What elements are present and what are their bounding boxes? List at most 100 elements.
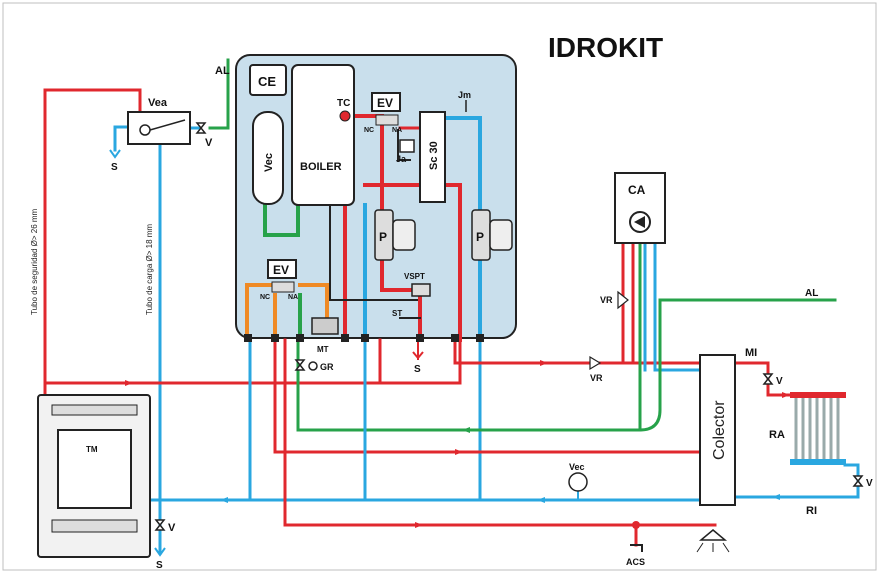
pump-left-motor [392, 219, 416, 251]
acs-tap [630, 544, 643, 552]
s-bottom-left-label: S [156, 560, 163, 571]
ri-label: RI [806, 505, 817, 517]
ca-box [614, 172, 666, 244]
vec-tank [252, 111, 284, 205]
na-bottom-label: NA [288, 294, 298, 301]
vspt-valve [411, 283, 431, 297]
ev-top-label: EV [377, 96, 393, 110]
st-label: ST [392, 309, 402, 318]
pump-right-label: P [476, 230, 484, 244]
ra-fins [794, 398, 840, 459]
mt-label: MT [317, 345, 329, 354]
ra-radiator [790, 392, 846, 465]
s-top-drain [109, 149, 121, 159]
v-bottom-left-valve [154, 519, 166, 531]
sc30-exchanger [419, 111, 446, 203]
ev-top-box [371, 92, 401, 112]
flow-arrows-cold [220, 494, 780, 503]
ra-bottom-header [790, 459, 846, 465]
tc-sensor [339, 110, 351, 122]
ev-bottom-label: EV [273, 263, 289, 277]
ca-label: CA [628, 183, 646, 197]
pipe-green-loop [296, 298, 662, 432]
mi-label: MI [745, 347, 757, 359]
conn-7 [451, 334, 459, 342]
mt-valve [311, 317, 339, 335]
pump-left: P [374, 209, 416, 261]
tc-label: TC [337, 98, 350, 109]
acs-label: ACS [626, 557, 645, 567]
tubo-seguridad-label: Tubo de seguridad Ø> 26 mm [30, 208, 39, 315]
ev-top-valve [375, 114, 399, 126]
vr-top-valve [617, 290, 629, 310]
s-bottom-left-drain [154, 547, 166, 557]
ra-label: RA [769, 429, 785, 441]
gr-label: GR [320, 362, 334, 372]
s-mid-label: S [414, 364, 421, 375]
al-top-label: AL [215, 65, 230, 77]
pipe-tm-hot-supply [43, 338, 462, 385]
pipe-unit-red-vspt [380, 258, 422, 292]
ce-label: CE [258, 74, 276, 89]
sc30-label: Sc 30 [428, 141, 440, 170]
vea-label: Vea [148, 97, 168, 109]
v-top-label: V [205, 137, 213, 149]
na-top-label: NA [392, 127, 402, 134]
v-top-valve [195, 122, 207, 134]
nc-top-label: NC [364, 127, 374, 134]
tm-door [57, 429, 132, 509]
boiler-label: BOILER [300, 161, 342, 173]
arrow-hot-2 [540, 360, 548, 366]
pipe-red-lower [273, 338, 702, 454]
pipe-al-top [208, 58, 230, 130]
acs-junction [632, 521, 640, 529]
pipe-heating-supply [453, 338, 702, 365]
shower-head [696, 529, 730, 553]
vea-arm [149, 119, 186, 131]
jm-label: Jm [458, 90, 471, 100]
conn-8 [476, 334, 484, 342]
vr-bottom-label: VR [590, 373, 603, 383]
shower-spray [696, 542, 704, 553]
arrow-cold-2 [537, 497, 545, 503]
arrow-acs [415, 522, 423, 528]
pipe-unit-blue-right [443, 116, 482, 342]
arrow-cold-1 [220, 497, 228, 503]
vec-bottom-label: Vec [569, 462, 585, 472]
shower-spray [722, 542, 730, 553]
arrow-ri [772, 494, 780, 500]
ce-box [249, 64, 287, 96]
v-mi-label: V [776, 376, 783, 387]
conn-3 [296, 334, 304, 342]
s-mid-drain [412, 351, 424, 360]
s-top-label: S [111, 162, 118, 173]
gr-gauge [308, 361, 318, 371]
pipe-unit-black [329, 204, 421, 301]
ca-pump-arrow [634, 216, 645, 228]
flow-arrows [125, 360, 790, 528]
diagram-title: IDROKIT [548, 32, 663, 63]
ja-label: Ja [396, 154, 407, 164]
tm-top-band [51, 404, 138, 416]
pipe-cold-to-colector [478, 338, 702, 502]
tm-ash-drawer [51, 519, 138, 533]
vec-bottom-gauge [568, 472, 588, 492]
tm-stove: TM [37, 394, 151, 558]
pipe-unit-orange-b [298, 283, 329, 322]
vea-vessel [127, 111, 191, 145]
arrow-mi [782, 392, 790, 398]
gr-valve [294, 359, 306, 371]
arrow-hot-1 [125, 380, 133, 386]
pipe-safety-tube [43, 88, 142, 397]
arrow-red-lower [455, 449, 463, 455]
pipe-network [43, 58, 860, 547]
boiler [291, 64, 355, 206]
pump-left-label: P [379, 230, 387, 244]
conn-6 [416, 334, 424, 342]
tm-label: TM [86, 445, 98, 454]
al-right-label: AL [805, 288, 818, 299]
shower-cone [698, 529, 728, 541]
pump-right-motor [489, 219, 513, 251]
